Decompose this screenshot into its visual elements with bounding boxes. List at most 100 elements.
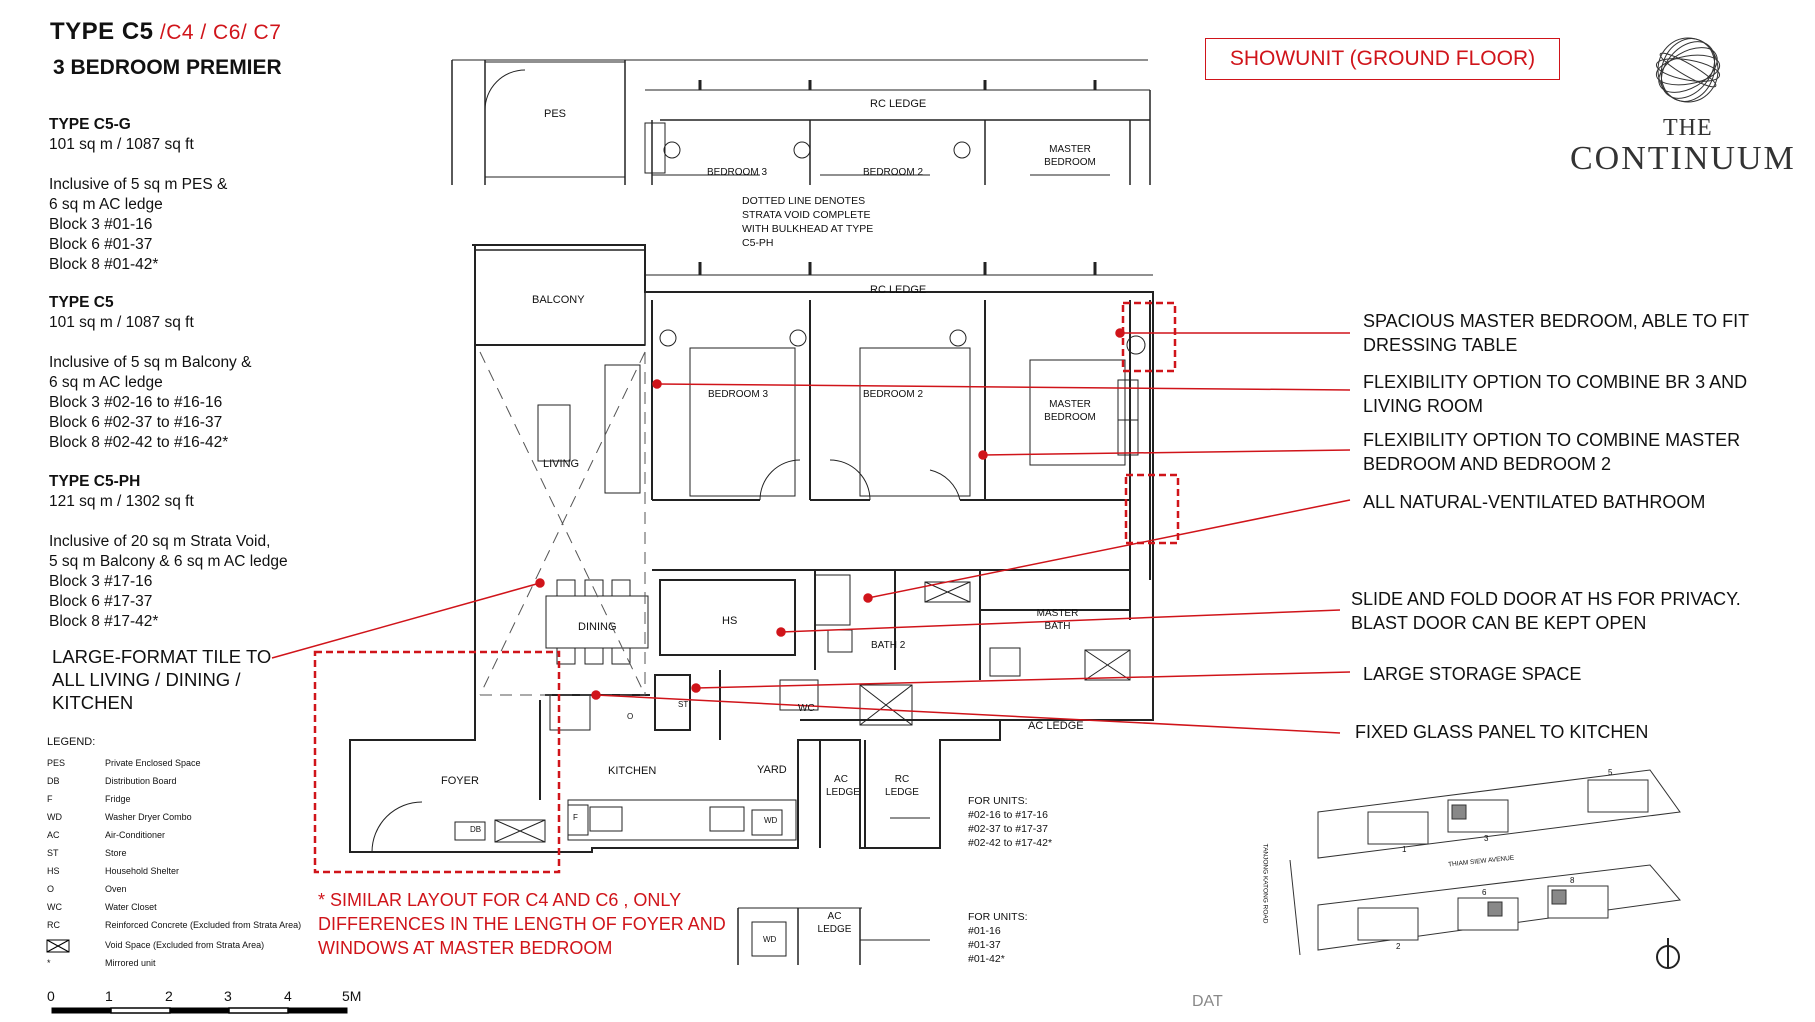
scale-label: 4 <box>284 988 292 1004</box>
upper-plan <box>451 59 1151 185</box>
label-o: O <box>627 712 634 721</box>
label-ac-ledge: AC LEDGE <box>1028 720 1084 732</box>
label-master-bath: MASTER BATH <box>1036 608 1079 632</box>
callout-hs-door: SLIDE AND FOLD DOOR AT HS FOR PRIVACY. B… <box>1351 589 1741 633</box>
label-ac-ledge-lower: AC LEDGE <box>817 911 852 935</box>
callout-combine-br3: FLEXIBILITY OPTION TO COMBINE BR 3 AND L… <box>1363 372 1748 416</box>
legend-row: Void Space (Excluded from Strata Area) <box>105 940 265 950</box>
site-block-number: 6 <box>1482 888 1487 897</box>
unit-type-main: TYPE C5 <box>50 18 154 45</box>
type-line: Block 3 #02-16 to #16-16 <box>49 394 223 411</box>
type-info-c5g: TYPE C5-G 101 sq m / 1087 sq ft Inclusiv… <box>49 115 227 275</box>
site-blocks <box>1357 779 1649 941</box>
main-plan-walls <box>349 244 1154 853</box>
type-line: Block 3 #17-16 <box>49 573 153 590</box>
type-title: TYPE C5-PH <box>49 473 141 490</box>
label-rc-ledge-stack: RC LEDGE <box>885 774 919 798</box>
type-line: Block 6 #02-37 to #16-37 <box>49 414 223 431</box>
scale-label: 0 <box>47 988 55 1004</box>
north-arrow-icon <box>1656 938 1680 969</box>
for-units-1: FOR UNITS: #02-16 to #17-16 #02-37 to #1… <box>968 795 1053 849</box>
type-line: Block 3 #01-16 <box>49 216 153 233</box>
label-rc-ledge-upper: RC LEDGE <box>870 98 927 110</box>
label-foyer: FOYER <box>441 775 479 787</box>
label-living: LIVING <box>543 458 580 470</box>
void-space-icon <box>46 939 70 953</box>
lower-plan <box>737 817 930 965</box>
label-wc: WC <box>798 703 815 714</box>
label-f: F <box>573 813 578 822</box>
callout-glass-panel: FIXED GLASS PANEL TO KITCHEN <box>1355 722 1649 742</box>
type-line: Block 8 #17-42* <box>49 613 159 630</box>
legend-title: LEGEND: <box>47 736 96 748</box>
label-st: ST <box>678 700 689 709</box>
callout-storage: LARGE STORAGE SPACE <box>1363 664 1582 684</box>
callout-combine-master: FLEXIBILITY OPTION TO COMBINE MASTER BED… <box>1363 430 1741 474</box>
label-bedroom3-upper: BEDROOM 3 <box>707 167 768 178</box>
type-line: Inclusive of 5 sq m Balcony & <box>49 354 252 371</box>
site-road-label-2: TANJONG KATONG ROAD <box>1261 843 1269 924</box>
callout-bathroom: ALL NATURAL-VENTILATED BATHROOM <box>1363 492 1706 512</box>
type-info-c5ph: TYPE C5-PH 121 sq m / 1302 sq ft Inclusi… <box>49 472 288 632</box>
type-line: Block 6 #17-37 <box>49 593 153 610</box>
unit-subtitle: 3 BEDROOM PREMIER <box>53 56 282 79</box>
tile-note: LARGE-FORMAT TILE TO ALL LIVING / DINING… <box>52 646 272 713</box>
unit-type-title: TYPE C5 /C4 / C6/ C7 <box>50 18 281 46</box>
label-wd: WD <box>764 816 778 825</box>
label-bedroom3: BEDROOM 3 <box>708 389 769 400</box>
showunit-label: SHOWUNIT (GROUND FLOOR) <box>1205 38 1560 80</box>
dotted-line-note: DOTTED LINE DENOTES STRATA VOID COMPLETE… <box>742 195 874 249</box>
type-area: 101 sq m / 1087 sq ft <box>49 314 194 331</box>
label-bedroom2-upper: BEDROOM 2 <box>863 167 924 178</box>
type-area: 101 sq m / 1087 sq ft <box>49 136 194 153</box>
similar-layout-note: * SIMILAR LAYOUT FOR C4 AND C6 , ONLY DI… <box>318 890 726 958</box>
footer-dat: DAT <box>1192 993 1223 1010</box>
type-line: Inclusive of 5 sq m PES & <box>49 176 228 193</box>
callout-master-bedroom: SPACIOUS MASTER BEDROOM, ABLE TO FIT DRE… <box>1363 311 1749 355</box>
type-line: 5 sq m Balcony & 6 sq m AC ledge <box>49 553 288 570</box>
brand-the: THE <box>1663 115 1713 141</box>
scale-label: 1 <box>105 988 113 1004</box>
legend-row: *Mirrored unit <box>47 958 156 968</box>
label-dining: DINING <box>578 621 617 633</box>
scale-bar <box>51 1007 348 1014</box>
type-line: Block 6 #01-37 <box>49 236 153 253</box>
site-block-number: 8 <box>1570 876 1575 885</box>
label-kitchen: KITCHEN <box>608 765 657 777</box>
site-block-number: 2 <box>1396 942 1401 951</box>
type-title: TYPE C5 <box>49 294 114 311</box>
brand-name: CONTINUUM <box>1570 140 1796 177</box>
label-ac-ledge-stack: AC LEDGE <box>826 774 860 798</box>
label-db: DB <box>470 825 482 834</box>
type-line: Block 8 #01-42* <box>49 256 159 273</box>
type-title: TYPE C5-G <box>49 116 131 133</box>
unit-type-alternates: /C4 / C6/ C7 <box>153 21 282 44</box>
label-hs: HS <box>722 615 738 627</box>
type-line: 6 sq m AC ledge <box>49 196 163 213</box>
label-bedroom2: BEDROOM 2 <box>863 389 924 400</box>
label-pes: PES <box>544 108 567 120</box>
brand-logo-icon <box>1655 37 1721 103</box>
site-key-plan <box>1289 769 1681 956</box>
label-bath2: BATH 2 <box>871 640 906 651</box>
scale-label: 3 <box>224 988 232 1004</box>
label-wd-lower: WD <box>763 935 777 944</box>
for-units-2: FOR UNITS: #01-16 #01-37 #01-42* <box>968 911 1028 965</box>
scale-label: 2 <box>165 988 173 1004</box>
site-block-number: 1 <box>1402 845 1407 854</box>
site-block-number: 5 <box>1608 768 1613 777</box>
type-line: Block 8 #02-42 to #16-42* <box>49 434 229 451</box>
type-line: Inclusive of 20 sq m Strata Void, <box>49 533 271 550</box>
type-info-c5: TYPE C5 101 sq m / 1087 sq ft Inclusive … <box>49 293 251 453</box>
